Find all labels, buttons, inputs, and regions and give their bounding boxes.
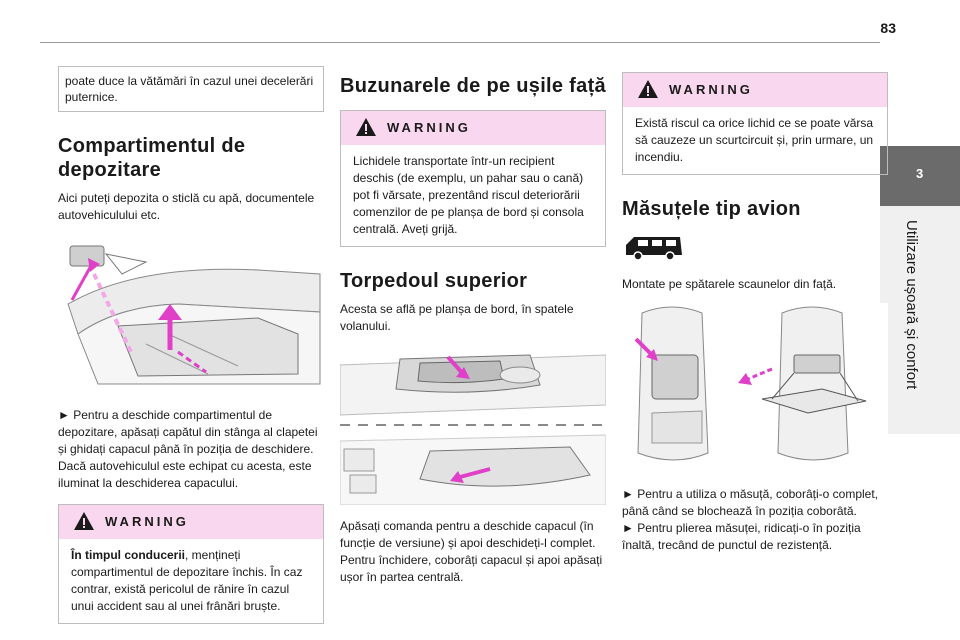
- warning-box-door-pockets: WARNING Lichidele transportate într-un r…: [340, 110, 606, 247]
- warning-header: WARNING: [623, 73, 887, 107]
- storage-intro: Aici puteți depozita o sticlă cu apă, do…: [58, 191, 315, 222]
- airline-tables-illustration: [622, 303, 888, 473]
- storage-instruction: ► Pentru a deschide compartimentul de de…: [58, 408, 318, 490]
- column-2: Buzunarele de pe ușile față WARNING Lich…: [339, 66, 607, 586]
- chapter-strip: [880, 206, 960, 434]
- upper-glovebox-illustration: [339, 345, 607, 506]
- heading-storage-compartment: Compartimentul de depozitare: [58, 135, 246, 181]
- warning-title: WARNING: [105, 514, 189, 529]
- glovebox-illustration: [58, 234, 324, 394]
- airline-tables-instruction-2: ► Pentru plierea măsuței, ridicați-o în …: [622, 521, 861, 552]
- chapter-tab[interactable]: 3: [880, 146, 960, 206]
- heading-upper-glovebox: Torpedoul superior: [340, 270, 528, 292]
- van-version-icon: [626, 237, 682, 261]
- warning-text: Există riscul ca orice lichid ce se poat…: [635, 116, 874, 164]
- airline-tables-instruction-1: ► Pentru a utiliza o măsuță, coborâți-o …: [622, 487, 878, 518]
- warning-box-storage: WARNING În timpul conducerii, mențineți …: [58, 504, 324, 624]
- warning-header: WARNING: [341, 111, 605, 145]
- column-3: WARNING Există riscul ca orice lichid ce…: [622, 66, 888, 554]
- continuation-note: poate duce la vătămări în cazul unei dec…: [58, 66, 324, 112]
- warning-title: WARNING: [669, 82, 753, 97]
- header-rule: [40, 42, 880, 43]
- upper-glovebox-instruction: Apăsați comanda pentru a deschide capacu…: [340, 519, 603, 584]
- airline-tables-intro: Montate pe spătarele scaunelor din față.: [622, 277, 837, 291]
- warning-text: Lichidele transportate într-un recipient…: [353, 154, 584, 236]
- column-1: poate duce la vătămări în cazul unei dec…: [58, 66, 324, 624]
- warning-header: WARNING: [59, 505, 323, 539]
- chapter-number: 3: [916, 166, 924, 181]
- warning-bold-lead: În timpul conducerii: [71, 548, 186, 562]
- warning-text: În timpul conducerii, mențineți comparti…: [59, 539, 323, 623]
- warning-box-liquids: WARNING Există riscul ca orice lichid ce…: [622, 72, 888, 175]
- warning-triangle-icon: [638, 80, 658, 98]
- heading-door-pockets: Buzunarele de pe ușile față: [340, 75, 606, 97]
- warning-title: WARNING: [387, 120, 471, 135]
- warning-triangle-icon: [356, 118, 376, 136]
- heading-airline-tables: Măsuțele tip avion: [622, 198, 801, 220]
- page-number: 83: [880, 20, 896, 36]
- upper-glovebox-intro: Acesta se află pe planșa de bord, în spa…: [340, 302, 574, 333]
- chapter-label: Utilizare ușoară și confort: [903, 220, 920, 390]
- warning-triangle-icon: [74, 512, 94, 530]
- warning-rest: , mențineți compartimentul de depozitare…: [71, 548, 303, 613]
